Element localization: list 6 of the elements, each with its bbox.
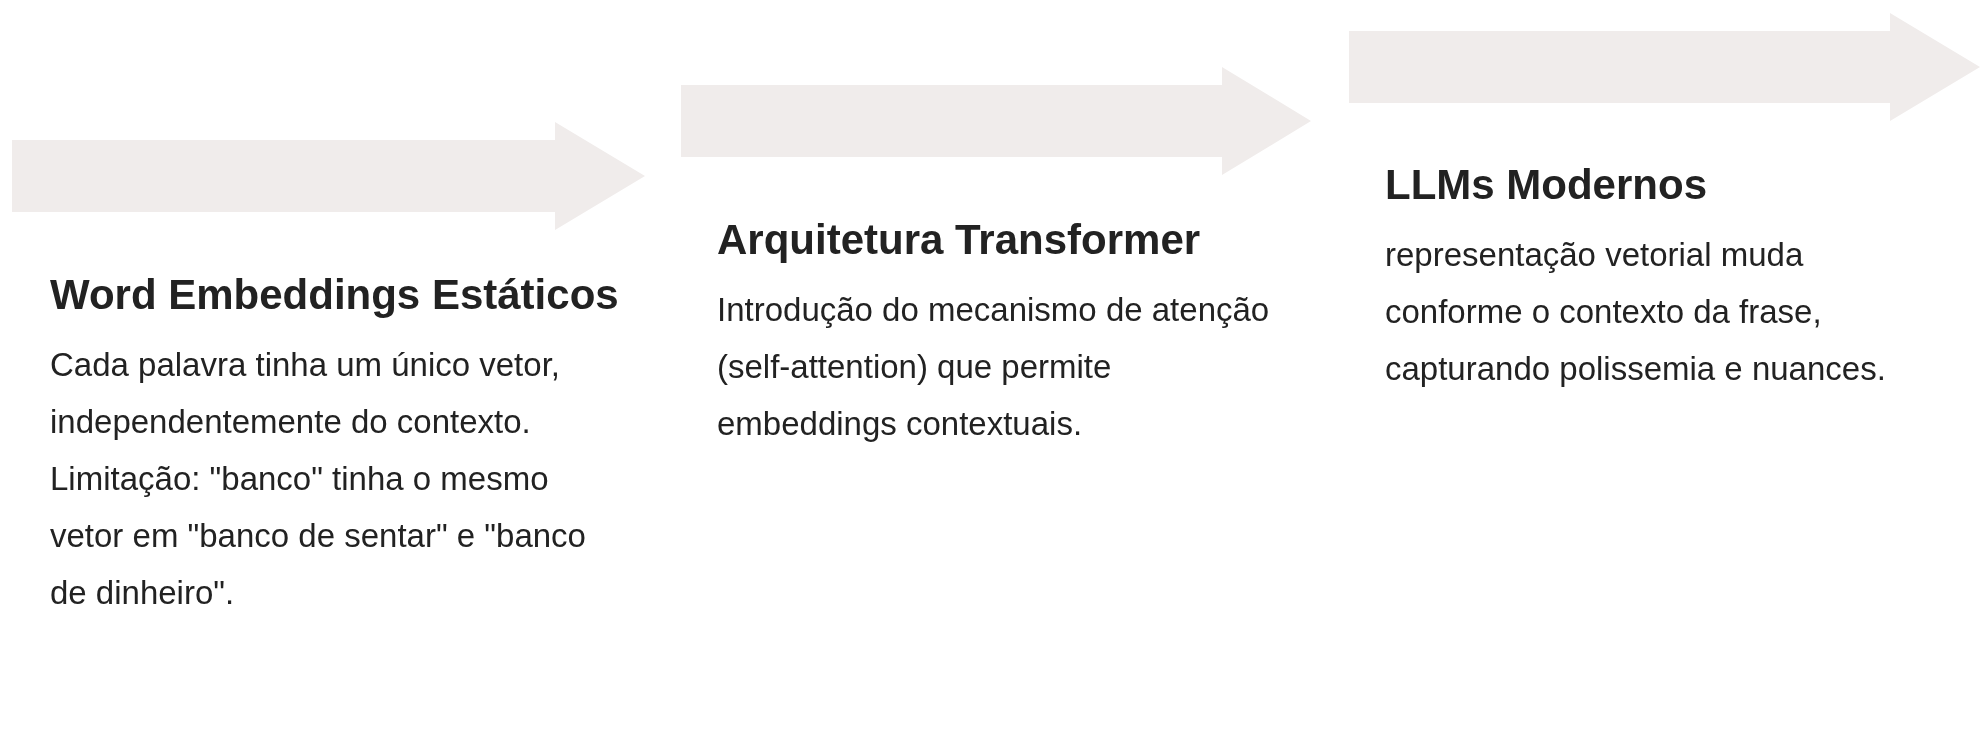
- step-description: Introdução do mecanismo de atenção (self-attention) que permite embeddings contextuais.: [717, 290, 1271, 444]
- step-heading: Word Embeddings Estáticos: [50, 270, 620, 320]
- step-description: Cada palavra tinha um único vetor, independentemente do contexto. Limitação: "banco" tinha o mesmo vetor em "banco de sentar" e "banco de dinheiro".: [50, 345, 587, 613]
- step-description: representação vetorial muda conforme o contexto da frase, capturando polissemia e nuances.: [1385, 235, 1887, 389]
- step-heading: LLMs Modernos: [1385, 160, 1708, 210]
- step-heading: Arquitetura Transformer: [717, 215, 1202, 265]
